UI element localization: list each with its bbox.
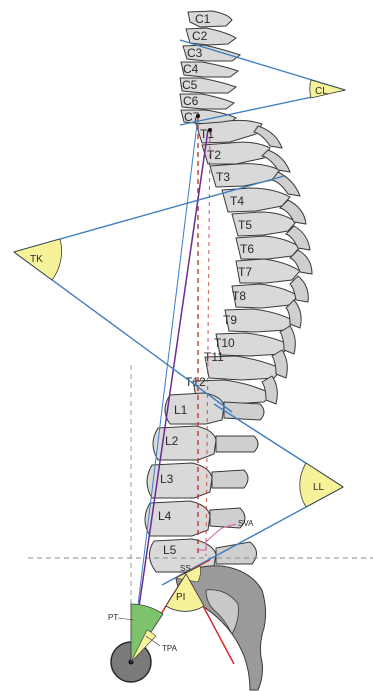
label-l5: L5: [163, 543, 177, 557]
label-l3: L3: [160, 472, 174, 486]
label-c2: C2: [192, 29, 208, 43]
label-t12: T12: [185, 375, 206, 389]
label-c5: C5: [182, 78, 198, 92]
label-t7: T7: [238, 265, 252, 279]
label-t9: T9: [223, 313, 237, 327]
label-tpa: TPA: [162, 644, 178, 653]
label-l4: L4: [158, 509, 172, 523]
label-t8: T8: [232, 289, 246, 303]
label-t4: T4: [230, 194, 244, 208]
label-t6: T6: [240, 242, 254, 256]
label-l2: L2: [165, 434, 179, 448]
label-c1: C1: [195, 12, 211, 26]
label-t3: T3: [216, 170, 230, 184]
label-c4: C4: [183, 62, 199, 76]
label-t10: T10: [214, 336, 235, 350]
label-cl: CL: [315, 86, 328, 97]
label-c3: C3: [187, 46, 203, 60]
label-pt: PT: [108, 613, 118, 622]
label-sva: SVA: [238, 519, 254, 528]
angle-markers: [14, 80, 345, 662]
label-t11: T11: [204, 350, 224, 364]
label-ss: SS: [180, 564, 191, 573]
label-c6: C6: [183, 94, 199, 108]
label-pi: PI: [176, 592, 185, 603]
label-t2: T2: [207, 148, 221, 162]
label-l1: L1: [174, 403, 188, 417]
label-t5: T5: [238, 218, 252, 232]
label-ll: LL: [313, 482, 325, 493]
label-tk: TK: [30, 254, 43, 265]
